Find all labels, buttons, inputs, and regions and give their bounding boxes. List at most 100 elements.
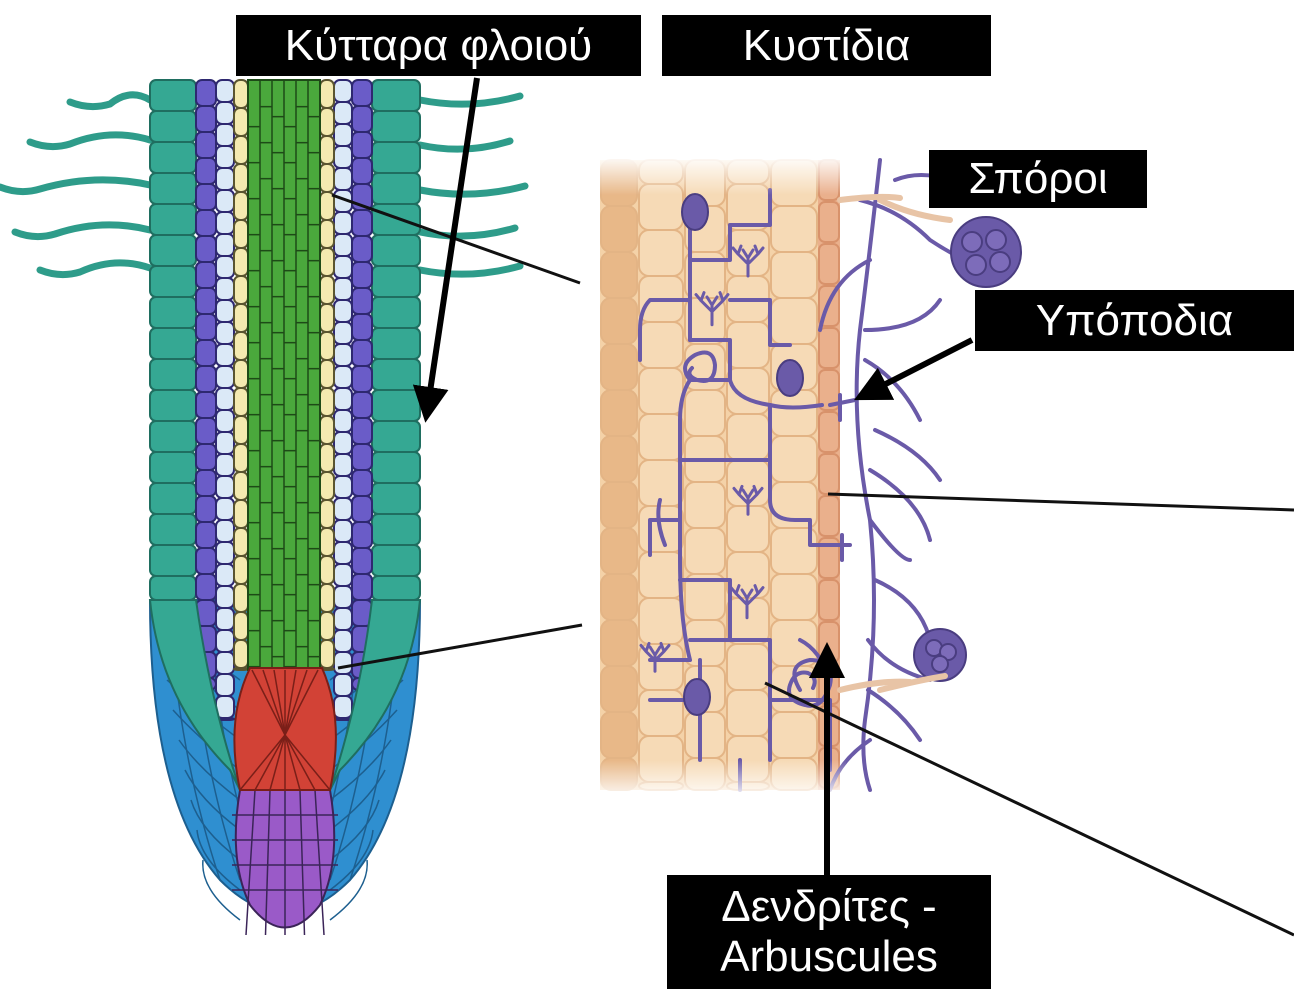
cortex-cell [196,392,216,418]
endodermis-cell [216,80,234,102]
cortex-cell [196,522,216,548]
endodermis-cell [334,300,352,322]
pericycle-cell [320,164,334,192]
endodermis-cell [334,432,352,454]
cortex-cell [196,314,216,340]
pericycle-cell [320,276,334,304]
endodermis-cell [216,520,234,542]
pericycle-cell [320,528,334,556]
tissue-cell [771,206,817,252]
endodermis-cell [216,322,234,344]
tissue-cell [727,414,769,460]
cortex-cell [196,262,216,288]
tissue-cell [727,690,769,736]
endodermis-cell [216,300,234,322]
pericycle-cell [234,192,248,220]
cortex-cell [196,184,216,210]
cortex-cell [196,132,216,158]
pericycle-cell [320,640,334,668]
epidermis-cell [372,359,420,390]
epidermis-cell [150,390,196,421]
epidermis-cell [372,545,420,576]
detail-root-hairs [840,197,950,690]
endodermis-cell [216,564,234,586]
epidermis-cell [150,142,196,173]
tissue-cell [639,414,683,460]
endodermis-cell [216,190,234,212]
endodermis-cell [216,652,234,674]
tissue-cell [685,528,725,574]
tissue-cell [601,528,637,574]
endodermis-cell [334,102,352,124]
tissue-cell [601,666,637,712]
endodermis-cell [334,344,352,366]
cortex-cell [352,288,372,314]
endodermis-cell [334,542,352,564]
label-cortex-cells: Κύτταρα φλοιού [236,15,641,76]
label-hypopodia-text: Υπόποδια [1036,298,1233,344]
pericycle-cell [234,640,248,668]
epidermis-cell [372,111,420,142]
pericycle-cell [234,388,248,416]
pericycle-cell [320,612,334,640]
pericycle-cell [234,304,248,332]
endodermis-cell [334,278,352,300]
tissue-cell [601,712,637,758]
cortex-cell [352,392,372,418]
epidermis-cell [372,266,420,297]
label-arbuscules-line2: Arbuscules [720,932,938,982]
endodermis-cell [334,652,352,674]
root-hair [420,186,525,194]
pericycle-cell [234,556,248,584]
pericycle-cell [234,108,248,136]
root-hair [40,263,150,275]
pericycle-cell [320,472,334,500]
epidermis-cell [372,80,420,111]
endodermis-cell [216,542,234,564]
tissue-cell [639,322,683,368]
pericycle-cell [234,220,248,248]
cortex-cell [352,496,372,522]
endodermis-cell [334,124,352,146]
pericycle-cell [234,668,248,670]
pericycle-cell [234,360,248,388]
epidermis-cell [150,266,196,297]
root-hair [15,225,150,237]
endodermis-cell [216,234,234,256]
cortex-cell [352,158,372,184]
endodermis-cell [216,454,234,476]
arrow-hypopodia [870,340,972,392]
cortex-cell [352,470,372,496]
tissue-cell [639,552,683,598]
cortex-cell [352,210,372,236]
endodermis-cell [334,80,352,102]
pericycle-cell [234,612,248,640]
epidermis-cell [150,359,196,390]
pericycle-cell [234,80,248,108]
pericycle-cell [234,444,248,472]
cortex-cell [352,548,372,574]
endodermis-cell [334,212,352,234]
endodermis-cell [334,146,352,168]
endodermis-cell [334,322,352,344]
tissue-cell [601,574,637,620]
tissue-cell [601,252,637,298]
label-vesicles-text: Κυστίδια [743,23,910,69]
epidermis-cell [150,452,196,483]
epidermis-cell [150,235,196,266]
endodermis-cell [216,498,234,520]
epidermis-cell [372,142,420,173]
epidermis-cell [150,483,196,514]
pericycle-cell [234,164,248,192]
cortex-cell [352,366,372,392]
endodermis-cell [334,520,352,542]
endodermis-cell [334,454,352,476]
label-cortex-cells-text: Κύτταρα φλοιού [285,23,592,69]
cortex-cell [196,548,216,574]
tissue-cell [771,252,817,298]
epidermis-cell [150,173,196,204]
endodermis-cell [334,630,352,652]
pericycle-cell [320,304,334,332]
root-hair [30,135,150,147]
